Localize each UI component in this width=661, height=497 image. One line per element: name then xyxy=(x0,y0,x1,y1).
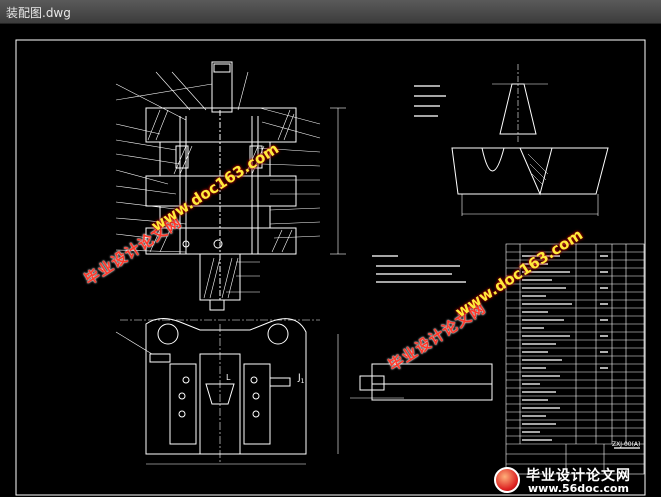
detail-view-section xyxy=(451,147,609,216)
dim-label-L: L xyxy=(226,373,231,382)
assembly-main-view xyxy=(115,61,346,311)
bom-text-lines xyxy=(522,255,640,449)
brand-badge[interactable]: 毕业设计论文网 www.56doc.com xyxy=(494,463,661,497)
drawing-border xyxy=(15,39,646,496)
brand-name: 毕业设计论文网 xyxy=(526,468,631,484)
cad-drawing-canvas[interactable]: L J1 ZXJ-00(A) 毕业设计论文网 www.doc163.com 毕业… xyxy=(0,24,661,497)
dim-label-J1-sub: 1 xyxy=(300,377,305,385)
brand-logo-icon xyxy=(494,467,520,493)
dim-label-J1-main: J xyxy=(298,373,301,383)
brand-site: www.56doc.com xyxy=(528,482,629,495)
assembly-plan-view xyxy=(115,318,339,465)
dim-label-J1: J1 xyxy=(298,373,304,385)
technical-notes xyxy=(372,85,466,283)
cad-drawing-svg xyxy=(15,39,646,496)
window-title: 装配图.dwg xyxy=(6,6,71,20)
window-titlebar: 装配图.dwg xyxy=(0,0,661,24)
bom-table xyxy=(505,243,645,475)
side-view xyxy=(350,363,493,401)
title-block-name: ZXJ-00(A) xyxy=(612,441,641,448)
detail-view-profile xyxy=(492,64,548,144)
